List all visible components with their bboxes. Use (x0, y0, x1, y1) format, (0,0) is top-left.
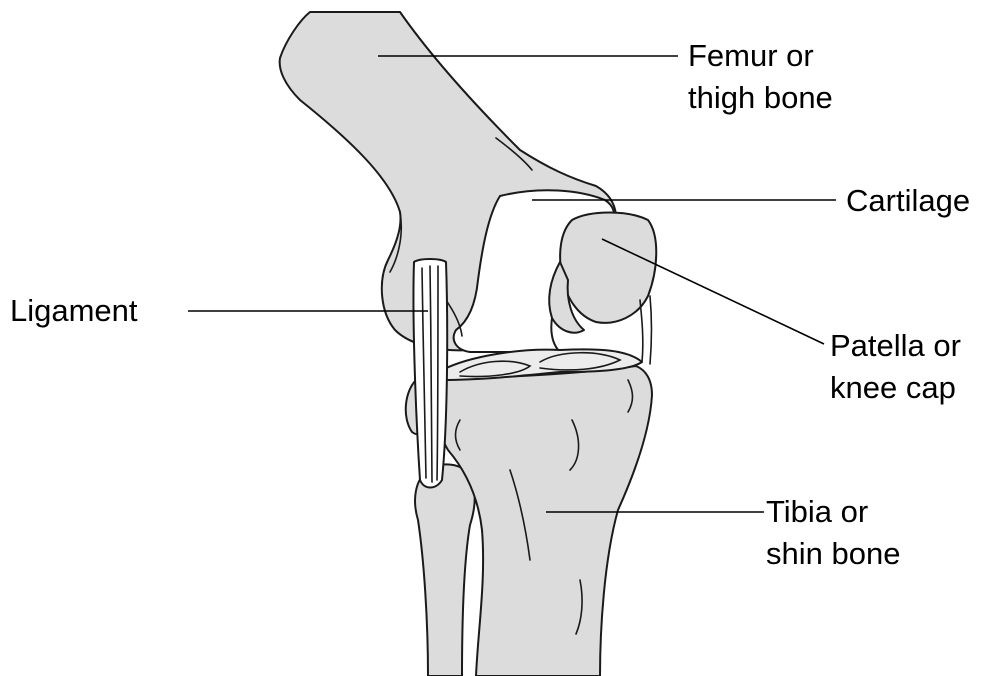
fibula (415, 464, 475, 676)
label-patella: Patella or knee cap (830, 328, 970, 405)
label-ligament: Ligament (10, 293, 138, 328)
label-femur-line2: thigh bone (688, 80, 833, 115)
patellar-tendon (640, 300, 643, 362)
label-cartilage-line1: Cartilage (846, 183, 970, 218)
label-tibia-line1: Tibia or (766, 494, 868, 529)
label-ligament-line1: Ligament (10, 293, 138, 328)
patella (560, 213, 656, 323)
label-patella-line1: Patella or (830, 328, 961, 363)
label-femur-line1: Femur or (688, 38, 814, 73)
label-tibia-line2: shin bone (766, 536, 900, 571)
patellar-tendon-2 (650, 296, 652, 364)
label-cartilage: Cartilage (846, 183, 970, 218)
label-tibia: Tibia or shin bone (766, 494, 900, 571)
label-femur: Femur or thigh bone (688, 38, 833, 115)
label-patella-line2: knee cap (830, 370, 956, 405)
